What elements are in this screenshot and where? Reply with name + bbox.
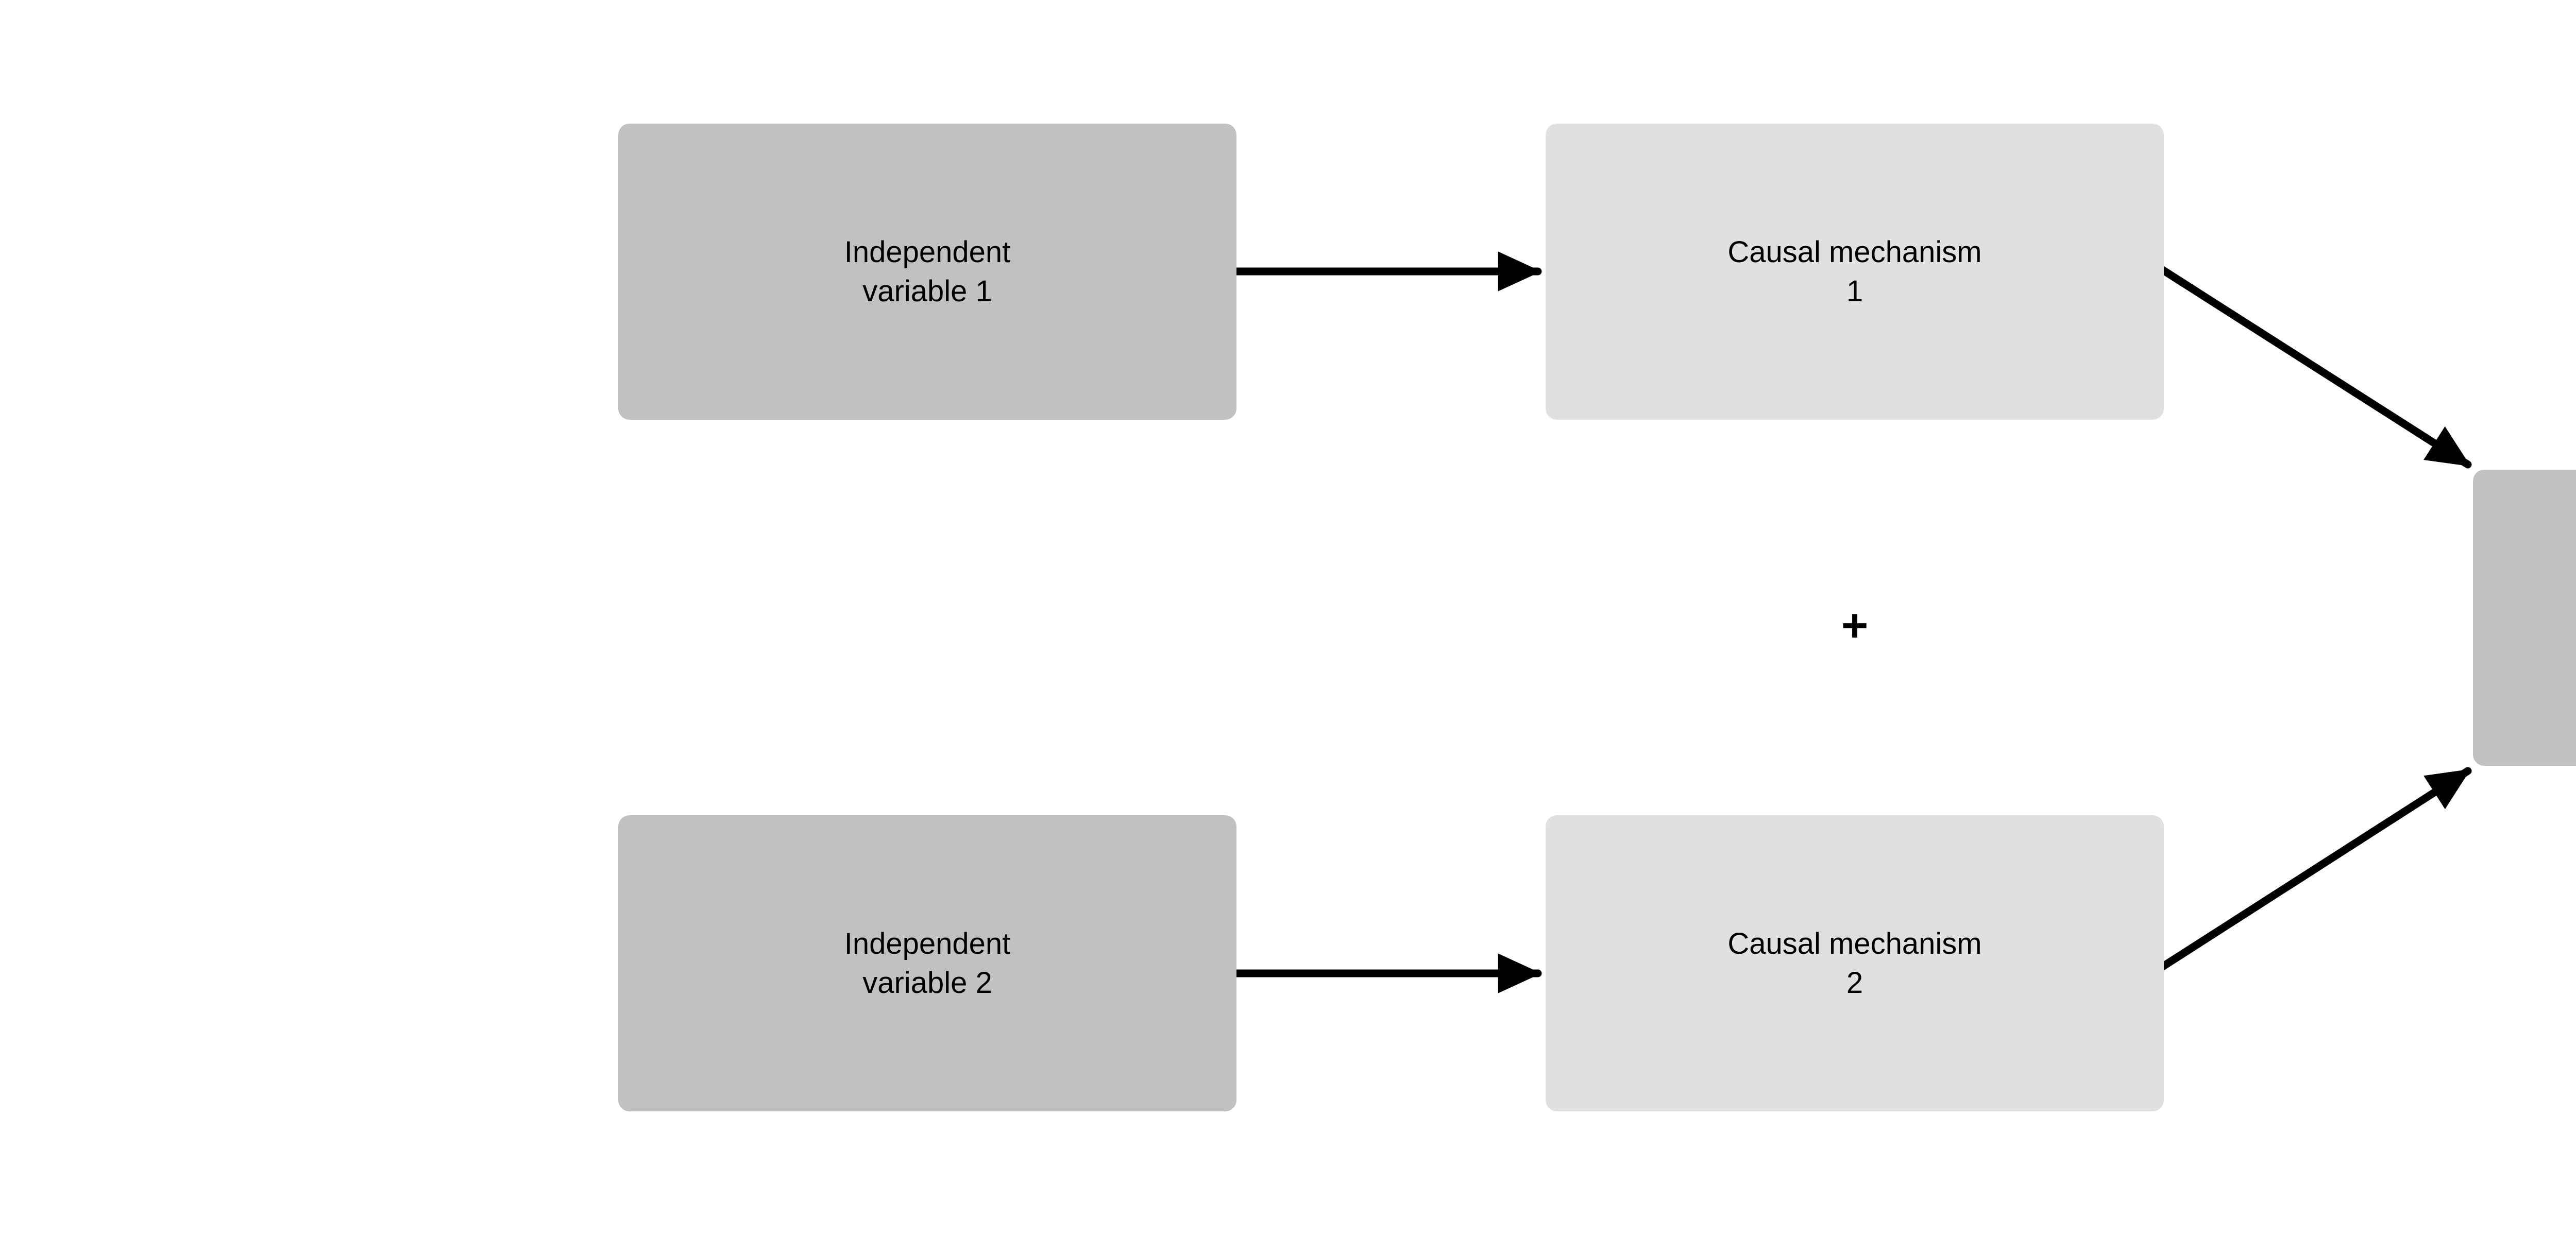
- node-causal-mechanism-1[interactable]: Causal mechanism 1: [1546, 124, 2164, 420]
- node-independent-variable-2[interactable]: Independent variable 2: [618, 815, 1236, 1111]
- node-dependent-variable[interactable]: Dependent variable: [2473, 470, 2576, 766]
- node-causal-mechanism-2[interactable]: Causal mechanism 2: [1546, 815, 2164, 1111]
- node-independent-variable-1[interactable]: Independent variable 1: [618, 124, 1236, 420]
- edge-cm1-to-dv: [2158, 265, 2472, 469]
- edge-cm2-to-dv: [2158, 767, 2472, 971]
- plus-operator: +: [1841, 600, 1869, 651]
